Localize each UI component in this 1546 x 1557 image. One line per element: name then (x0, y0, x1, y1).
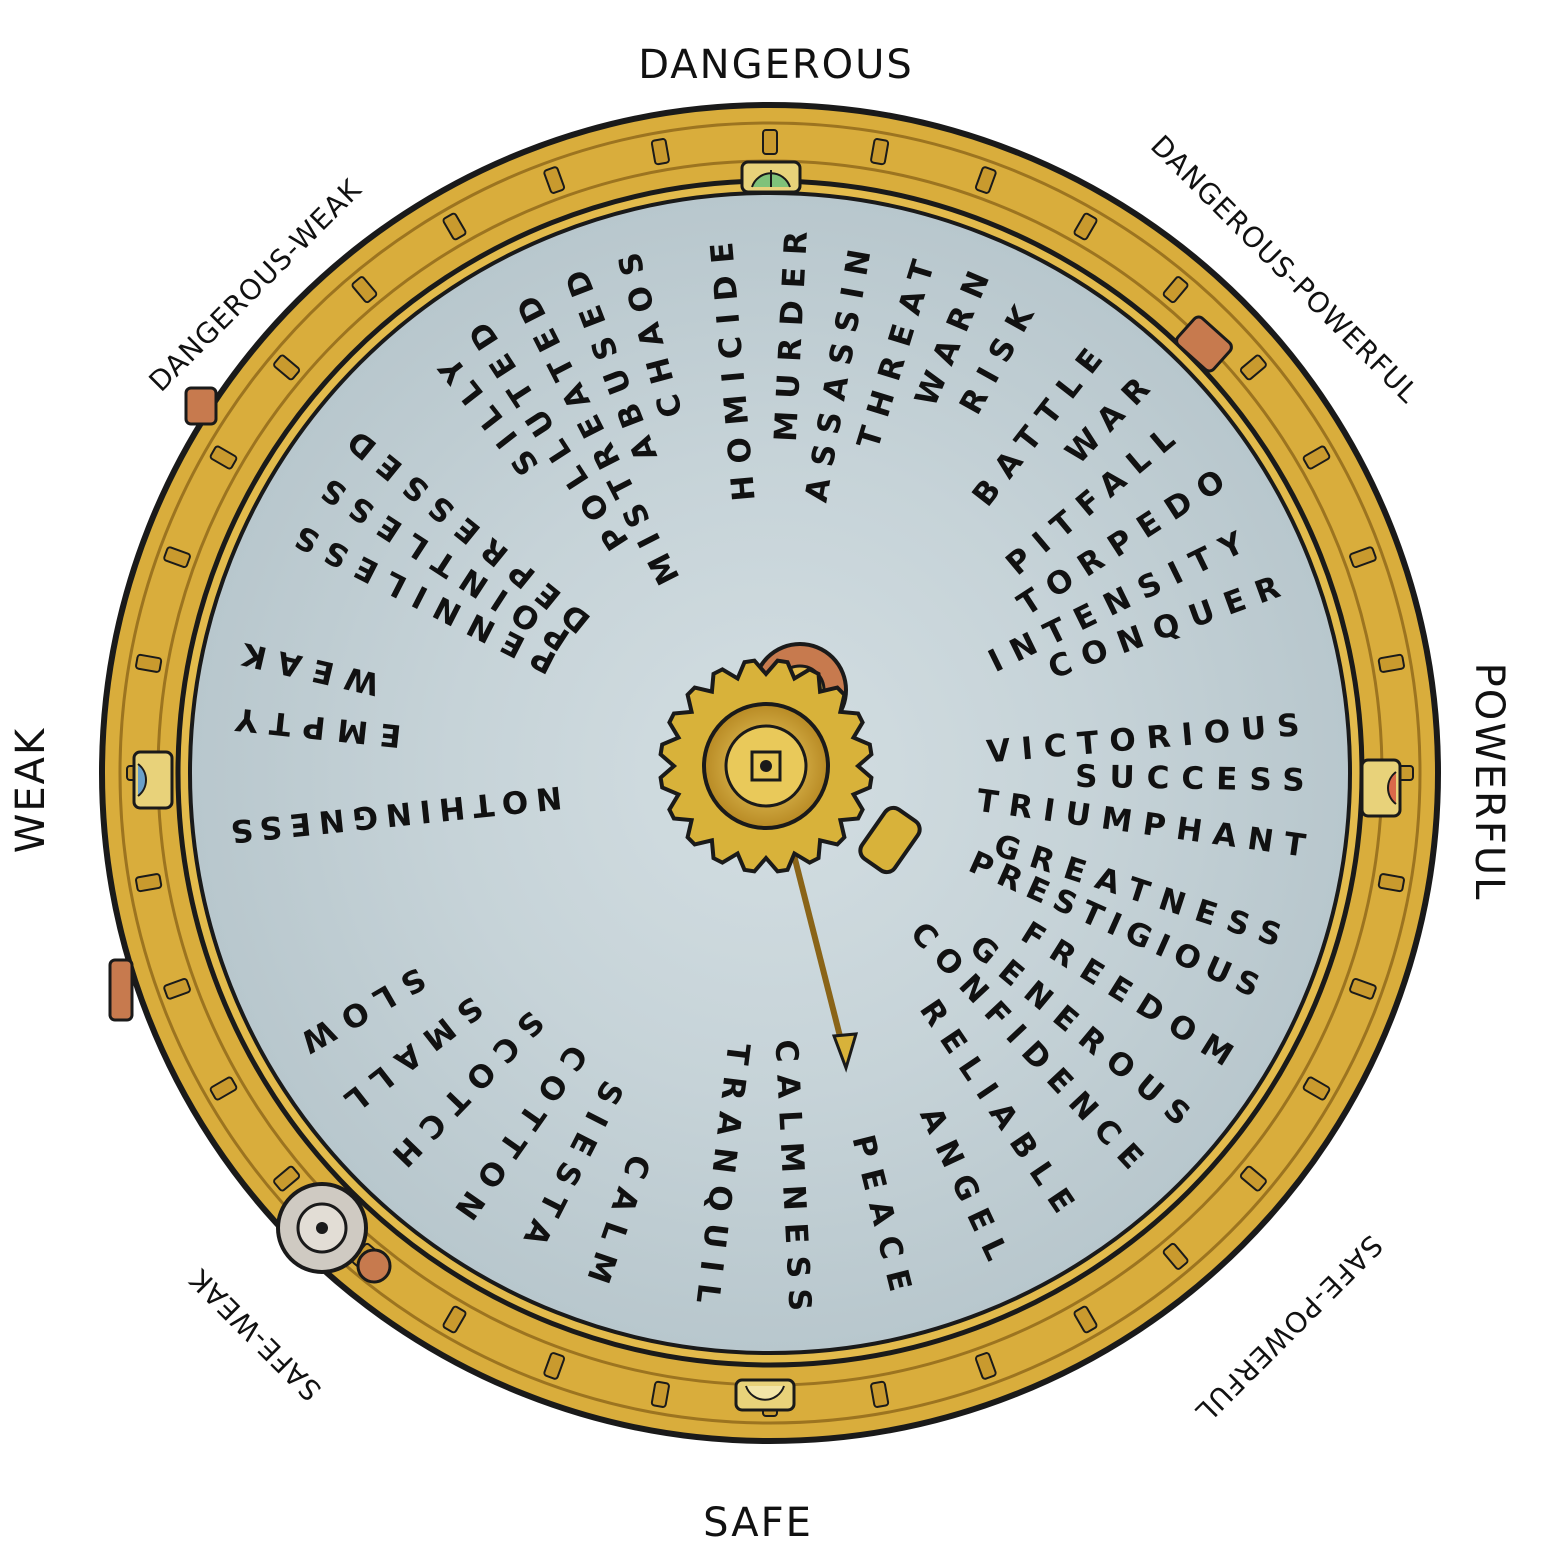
ring-clamp (209, 1076, 238, 1101)
gear-icon (858, 805, 922, 875)
ring-clamp (1349, 977, 1377, 1000)
copper-valve (1175, 315, 1233, 373)
direction-label-bottom-left: SAFE-WEAK (183, 1262, 328, 1407)
ring-clamp (1377, 873, 1405, 893)
gauge-icon (734, 1378, 796, 1412)
ring-clamp (135, 873, 163, 893)
center-mechanism (658, 642, 922, 1073)
ring-clamp (1162, 1242, 1189, 1270)
ring-clamp (1162, 276, 1189, 304)
gear-icon (356, 1248, 392, 1284)
ring-clamp (1302, 1076, 1331, 1101)
ring-clamp (1377, 653, 1405, 673)
radial-word-text: SUCCESS (1075, 759, 1317, 799)
direction-label-left: WEAK (8, 727, 54, 853)
ring-clamp (442, 212, 467, 241)
ring-clamp (209, 445, 238, 470)
ring-clamp (1239, 1165, 1267, 1192)
ring-clamp (974, 1352, 997, 1380)
ring-clamp (870, 1380, 890, 1408)
ring-clamp (163, 977, 191, 1000)
direction-label-top: DANGEROUS (638, 42, 914, 88)
ring-clamp (1073, 1305, 1098, 1334)
gauge-icon (1360, 758, 1402, 818)
ring-clamp (870, 138, 890, 166)
ring-clamp (273, 1165, 301, 1192)
ring-clamp (543, 166, 566, 194)
ring-clamp (1239, 354, 1267, 381)
direction-label-right: POWERFUL (1466, 663, 1512, 902)
ring-clamp (974, 166, 997, 194)
ring-fittings (126, 129, 1414, 1417)
ring-clamp (273, 354, 301, 381)
ring-clamp (650, 1380, 670, 1408)
copper-valve (184, 386, 218, 426)
ring-clamp (1302, 445, 1331, 470)
gauge-icon (132, 750, 174, 810)
ring-clamp (1349, 546, 1377, 569)
ring-clamp (442, 1305, 467, 1334)
ring-clamp (762, 129, 778, 155)
ring-clamp (543, 1352, 566, 1380)
ring-clamp (1073, 212, 1098, 241)
gear-icon (276, 1182, 368, 1274)
ring-clamp (135, 653, 163, 673)
copper-valve (108, 958, 134, 1022)
ring-clamp (351, 276, 378, 304)
radial-word: SUCCESS (1075, 759, 1317, 799)
ring-clamp (650, 138, 670, 166)
ring-clamp (163, 546, 191, 569)
direction-label-bottom: SAFE (703, 1500, 813, 1546)
gauge-icon (740, 160, 802, 194)
